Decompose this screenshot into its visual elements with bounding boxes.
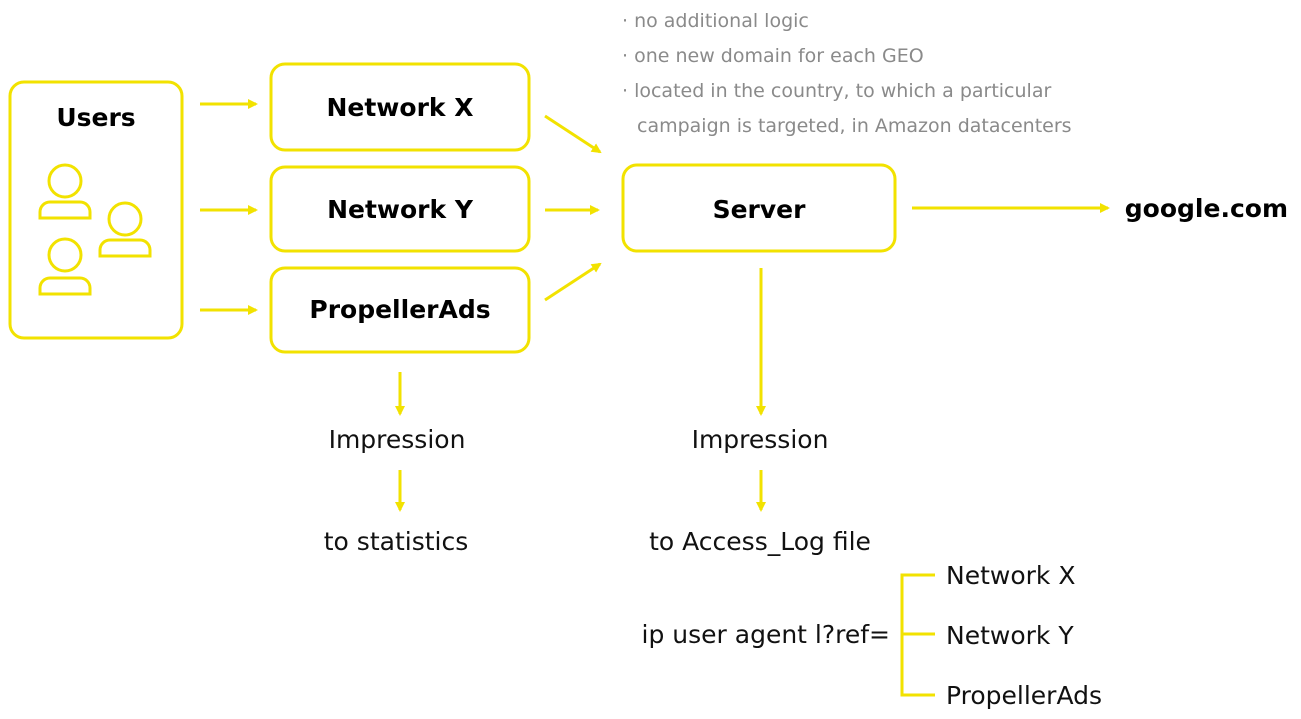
destination-label: google.com [1125,194,1288,223]
users-icon [38,163,152,296]
ref-network-x: Network X [946,561,1075,590]
right-impression-label: Impression [692,425,829,454]
statistics-label: to statistics [324,527,468,556]
note-line-1: · no additional logic [622,10,809,32]
propellerads-label: PropellerAds [309,295,490,324]
log-format-label: ip user agent l?ref= [642,620,890,649]
propellerads-box: PropellerAds [269,266,531,354]
log-format: ip user agent l?ref= Network X Network Y… [642,561,1103,710]
network-y-label: Network Y [327,195,474,224]
server-box: Server [621,163,897,253]
access-log-label: to Access_Log file [649,527,871,556]
network-y-box: Network Y [269,165,531,253]
users-box: Users [8,80,184,340]
left-flow: Impression to statistics [324,372,468,556]
ref-propellerads: PropellerAds [946,681,1102,710]
note-line-2: · one new domain for each GEO [622,45,924,67]
left-impression-label: Impression [329,425,466,454]
arrow-network-x-server [544,114,602,154]
user-arrows [200,99,258,315]
network-x-label: Network X [326,93,473,122]
arrow-propellerads-server [544,262,602,302]
note-line-3: · located in the country, to which a par… [622,80,1051,102]
server-notes: · no additional logic · one new domain f… [622,10,1072,137]
right-flow: Impression to Access_Log file [649,268,871,556]
network-arrows [544,114,602,302]
ref-network-y: Network Y [946,621,1074,650]
note-line-4: campaign is targeted, in Amazon datacent… [637,115,1072,137]
network-x-box: Network X [269,62,531,152]
users-label: Users [56,103,135,132]
server-label: Server [713,195,807,224]
